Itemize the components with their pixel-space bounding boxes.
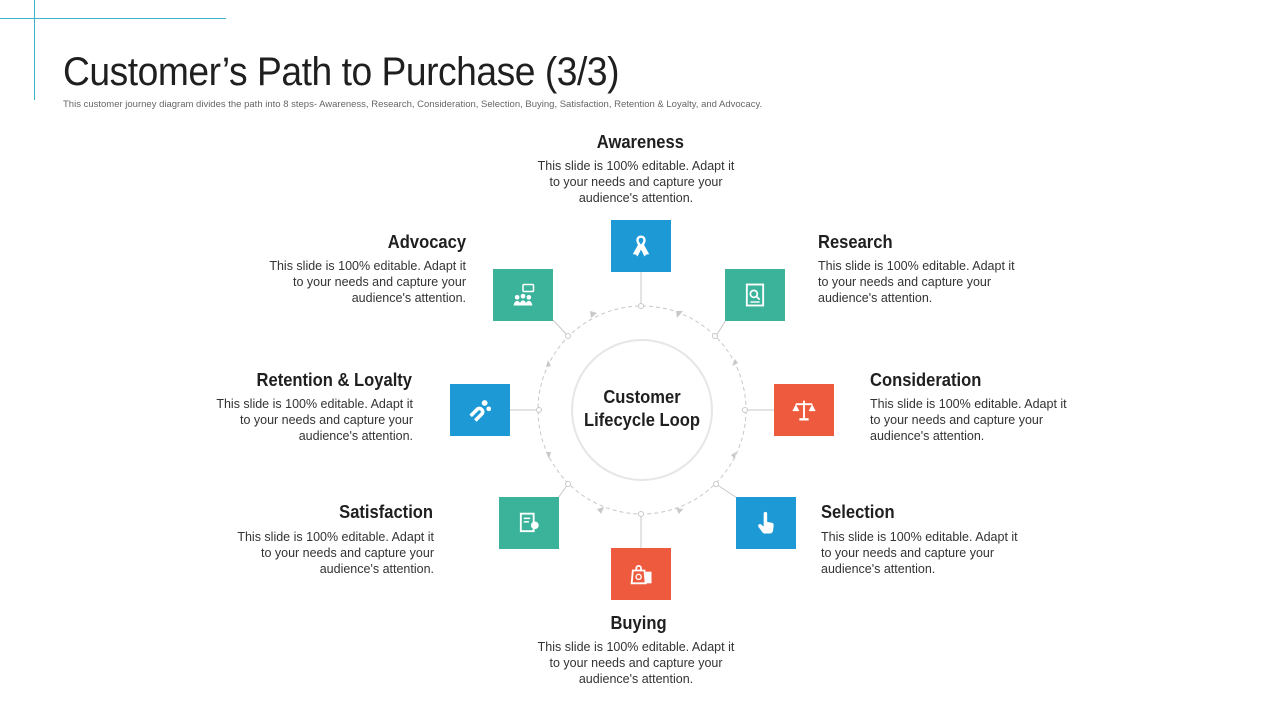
step-title-consideration: Consideration bbox=[870, 370, 982, 390]
page-title: Customer’s Path to Purchase (3/3) bbox=[63, 50, 620, 94]
center-label-line2: Lifecycle Loop bbox=[584, 410, 700, 430]
accent-line-vertical bbox=[34, 0, 35, 100]
step-desc-selection: This slide is 100% editable. Adapt it to… bbox=[821, 530, 1018, 576]
loop-arrows bbox=[546, 311, 738, 514]
center-circle bbox=[571, 339, 713, 481]
consideration-icon-box bbox=[774, 384, 834, 436]
group-chat-icon bbox=[513, 283, 535, 306]
step-desc-consideration: This slide is 100% editable. Adapt it to… bbox=[870, 397, 1067, 443]
step-title-research: Research bbox=[818, 232, 893, 252]
step-desc-research: This slide is 100% editable. Adapt it to… bbox=[818, 259, 1015, 305]
step-desc-awareness: This slide is 100% editable. Adapt it to… bbox=[537, 159, 735, 205]
magnet-icon bbox=[469, 400, 492, 422]
step-desc-advocacy: This slide is 100% editable. Adapt it to… bbox=[269, 259, 466, 305]
step-desc-retention-loyalty: This slide is 100% editable. Adapt it to… bbox=[216, 397, 413, 443]
step-title-advocacy: Advocacy bbox=[387, 232, 466, 252]
step-title-satisfaction: Satisfaction bbox=[339, 502, 433, 522]
ribbon-icon bbox=[632, 235, 650, 257]
step-title-buying: Buying bbox=[610, 613, 667, 633]
scales-icon bbox=[792, 400, 816, 421]
advocacy-icon-box bbox=[493, 269, 553, 321]
document-search-icon bbox=[745, 283, 765, 307]
research-icon-box bbox=[725, 269, 785, 321]
hand-pointer-icon bbox=[758, 511, 774, 534]
buying-icon-box bbox=[611, 548, 671, 600]
shopping-bag-icon bbox=[630, 564, 652, 585]
step-title-awareness: Awareness bbox=[596, 132, 684, 152]
center-label-line1: Customer bbox=[603, 387, 681, 407]
step-title-selection: Selection bbox=[821, 502, 895, 522]
step-desc-satisfaction: This slide is 100% editable. Adapt it to… bbox=[237, 530, 434, 576]
connector-dots bbox=[536, 303, 748, 517]
step-desc-buying: This slide is 100% editable. Adapt it to… bbox=[537, 640, 735, 686]
step-title-retention-loyalty: Retention & Loyalty bbox=[256, 370, 412, 390]
retention-loyalty-icon-box bbox=[450, 384, 510, 436]
page-subtitle: This customer journey diagram divides th… bbox=[63, 99, 763, 110]
satisfaction-icon-box bbox=[499, 497, 559, 549]
selection-icon-box bbox=[736, 497, 796, 549]
center-label: Customer Lifecycle Loop bbox=[578, 386, 707, 432]
feedback-form-icon bbox=[519, 512, 539, 533]
accent-line-horizontal bbox=[0, 18, 226, 19]
awareness-icon-box bbox=[611, 220, 671, 272]
